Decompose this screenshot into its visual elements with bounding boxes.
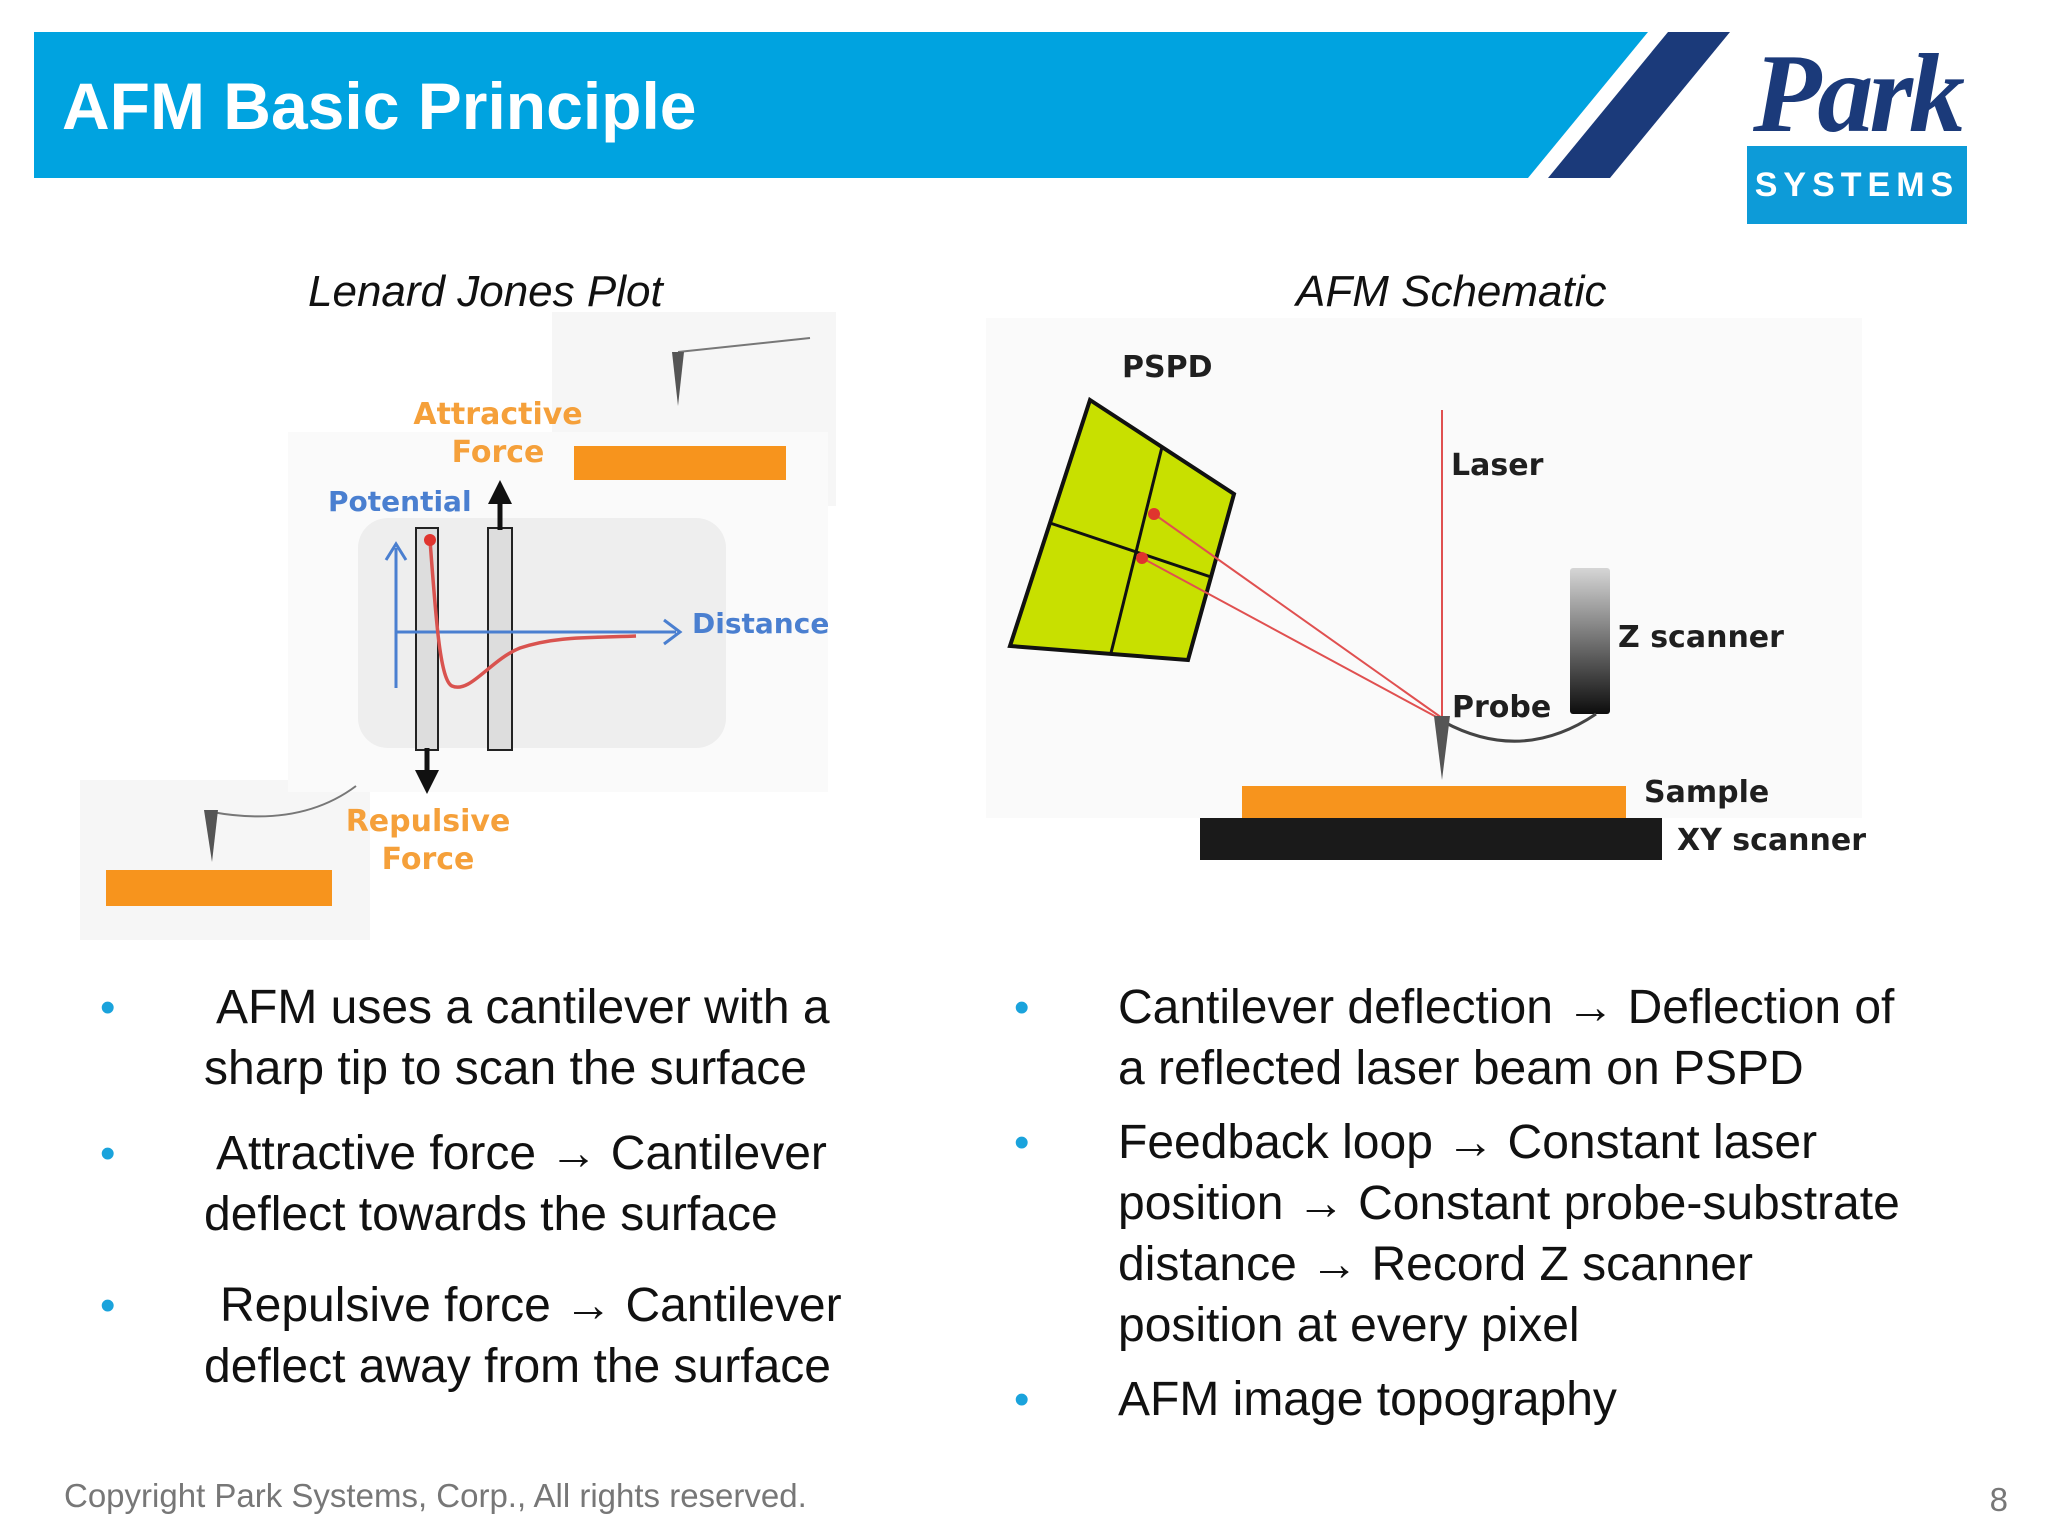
- laser-beam-to-pspd-1: [1153, 513, 1443, 719]
- logo-script-text: Park: [1753, 32, 1965, 156]
- bullet-icon: •: [1014, 1118, 1030, 1167]
- pspd-divider-b: [1049, 521, 1212, 579]
- bullet-line: Cantilever deflection → Deflection of: [1118, 981, 1895, 1034]
- lj-top-cantilever: [677, 337, 811, 353]
- bullet-icon: •: [100, 1129, 116, 1178]
- list-item: • Feedback loop → Constant laser positio…: [1014, 1112, 2004, 1356]
- right-bullet-list: • Cantilever deflection → Deflection of …: [1014, 977, 2004, 1430]
- lenard-jones-heading: Lenard Jones Plot: [308, 267, 663, 316]
- pspd-label: PSPD: [1122, 350, 1213, 385]
- pspd-divider-a: [1109, 446, 1164, 654]
- list-item: • AFM image topography: [1014, 1369, 2004, 1430]
- lj-bottom-panel: [80, 780, 370, 940]
- bullet-icon: •: [1014, 983, 1030, 1032]
- pspd-laser-spot-2: [1136, 552, 1148, 564]
- z-scanner-label: Z scanner: [1618, 620, 1784, 655]
- bullet-icon: •: [100, 983, 116, 1032]
- bullet-line: sharp tip to scan the surface: [204, 1042, 807, 1095]
- bullet-line: position → Constant probe-substrate: [1118, 1177, 1900, 1230]
- header-banner: [34, 32, 1730, 178]
- xy-scanner-label: XY scanner: [1677, 823, 1867, 858]
- distance-axis-label: Distance: [692, 607, 830, 640]
- bullet-line: position at every pixel: [1118, 1299, 1580, 1352]
- bullet-line: AFM image topography: [1118, 1373, 1617, 1426]
- repulsive-label-line1: Repulsive: [345, 804, 511, 839]
- list-item: • Cantilever deflection → Deflection of …: [1014, 977, 2004, 1099]
- afm-schematic-heading: AFM Schematic: [1296, 267, 1607, 316]
- pspd-laser-spot-1: [1148, 508, 1160, 520]
- list-item: • Repulsive force → Cantilever deflect a…: [100, 1275, 960, 1397]
- bullet-line: distance → Record Z scanner: [1118, 1238, 1753, 1291]
- attractive-force-label: Attractive Force: [396, 396, 600, 472]
- sample-label: Sample: [1644, 775, 1770, 810]
- bullet-line: Feedback loop → Constant laser: [1118, 1116, 1818, 1169]
- pspd-detector: [1007, 396, 1237, 663]
- repulsive-label-line2: Force: [381, 842, 475, 877]
- lj-distance-arrowhead-icon: [663, 618, 683, 646]
- logo-tag: SYSTEMS: [1747, 146, 1967, 224]
- left-bullet-list: • AFM uses a cantilever with a sharp tip…: [100, 977, 960, 1397]
- xy-scanner-stage: [1200, 818, 1662, 860]
- bullet-icon: •: [1014, 1375, 1030, 1424]
- probe-label: Probe: [1452, 690, 1552, 725]
- copyright-notice: Copyright Park Systems, Corp., All right…: [64, 1477, 807, 1514]
- park-systems-logo: Park SYSTEMS: [1744, 32, 1970, 224]
- list-item: • Attractive force → Cantilever deflect …: [100, 1123, 960, 1245]
- list-item: • AFM uses a cantilever with a sharp tip…: [100, 977, 960, 1099]
- repulsive-force-label: Repulsive Force: [336, 803, 520, 879]
- attractive-label-line2: Force: [451, 435, 545, 470]
- laser-beam-to-pspd-2: [1141, 557, 1443, 721]
- lj-potential-curve: [428, 539, 637, 689]
- lj-repulsive-arrow-icon: [415, 770, 439, 794]
- z-scanner: [1570, 568, 1610, 714]
- afm-cantilever: [1443, 712, 1597, 743]
- laser-label: Laser: [1451, 448, 1544, 483]
- bullet-line: Attractive force → Cantilever: [216, 1127, 827, 1180]
- lj-curve-start-dot: [424, 534, 436, 546]
- lj-potential-arrowhead-icon: [384, 541, 408, 561]
- lj-attractive-arrow-icon: [488, 480, 512, 504]
- header-stripe-dark: [1548, 32, 1730, 178]
- lj-bottom-sample: [106, 870, 332, 906]
- bullet-line: deflect away from the surface: [204, 1340, 831, 1393]
- potential-axis-label: Potential: [328, 485, 472, 518]
- probe-tip-icon: [1434, 716, 1450, 780]
- bullet-line: deflect towards the surface: [204, 1188, 778, 1241]
- page-number: 8: [1989, 1481, 2008, 1518]
- bullet-line: AFM uses a cantilever with a: [216, 981, 830, 1034]
- slide-title: AFM Basic Principle: [62, 69, 697, 143]
- bullet-icon: •: [100, 1281, 116, 1330]
- header-bar-fill: [34, 32, 1648, 178]
- lj-bottom-tip-icon: [204, 810, 218, 862]
- afm-sample: [1242, 786, 1626, 818]
- lj-top-tip-icon: [672, 352, 684, 406]
- bullet-line: Repulsive force → Cantilever: [220, 1279, 842, 1332]
- lj-attractive-band: [487, 527, 513, 751]
- lj-bottom-cantilever: [211, 785, 357, 818]
- attractive-label-line1: Attractive: [413, 397, 583, 432]
- lj-top-sample: [574, 446, 786, 480]
- bullet-line: a reflected laser beam on PSPD: [1118, 1042, 1804, 1095]
